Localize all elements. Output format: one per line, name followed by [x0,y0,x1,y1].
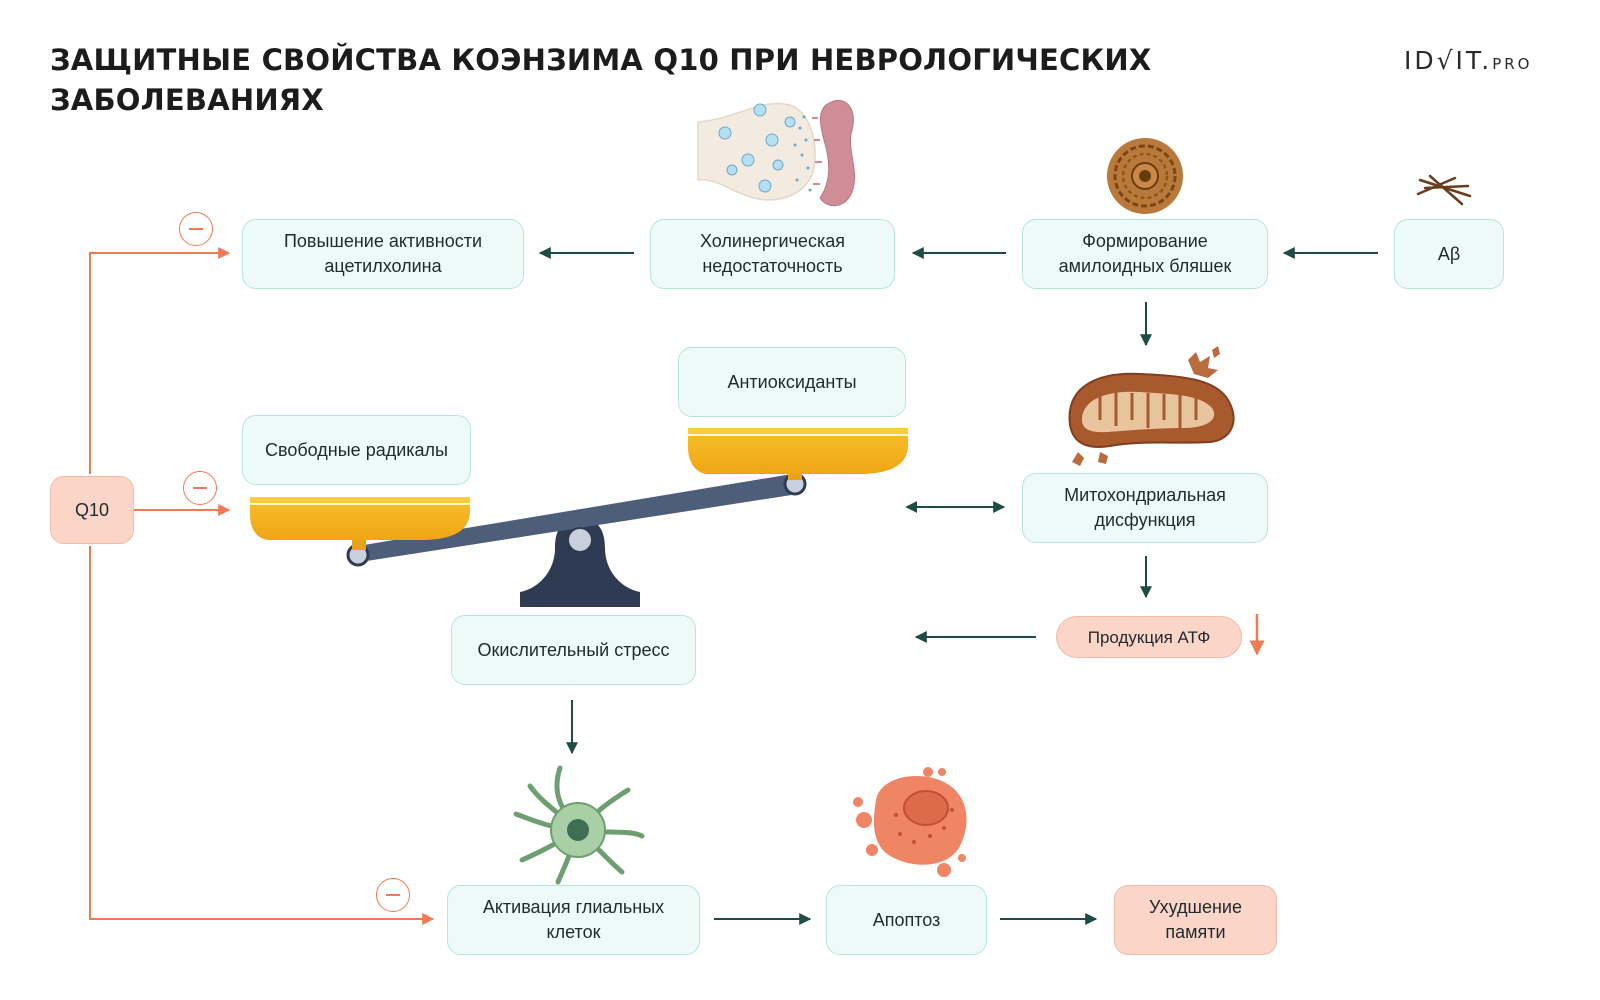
node-abeta: Aβ [1394,219,1504,289]
minus-circle-icon [183,471,217,505]
node-mito: Митохондриальная дисфункция [1022,473,1268,543]
balance-scale-icon [250,428,908,607]
node-amyloid: Формирование амилоидных бляшек [1022,219,1268,289]
damaged-mitochondrion-icon [1068,346,1235,466]
logo-main: ID√IT. [1404,46,1493,75]
node-antioxidants: Антиоксиданты [678,347,906,417]
node-acetylcholine: Повышение активности ацетилхолина [242,219,524,289]
amyloid-fibril-icon [1416,174,1472,206]
minus-circle-icon [376,878,410,912]
node-q10: Q10 [50,476,134,544]
node-glial: Активация глиальных клеток [447,885,700,955]
q10-line-glial [89,546,435,925]
node-free-radicals: Свободные радикалы [242,415,471,485]
minus-circle-icon [179,212,213,246]
node-memory: Ухудшение памяти [1114,885,1277,955]
apoptotic-cell-icon [853,767,967,877]
amyloid-plaque-icon [1107,138,1183,214]
page-title: ЗАЩИТНЫЕ СВОЙСТВА КОЭНЗИМА Q10 ПРИ НЕВРО… [50,43,1152,117]
brand-logo: ID√IT.PRO [1404,46,1532,75]
node-cholinergic: Холинергическая недостаточность [650,219,895,289]
logo-sub: PRO [1492,55,1533,73]
node-oxidative: Окислительный стресс [451,615,696,685]
synapse-icon [697,99,856,207]
node-apoptosis: Апоптоз [826,885,987,955]
node-atp: Продукция АТФ [1056,616,1242,658]
glial-cell-icon [513,765,645,885]
q10-line-acetylcholine [89,247,231,474]
